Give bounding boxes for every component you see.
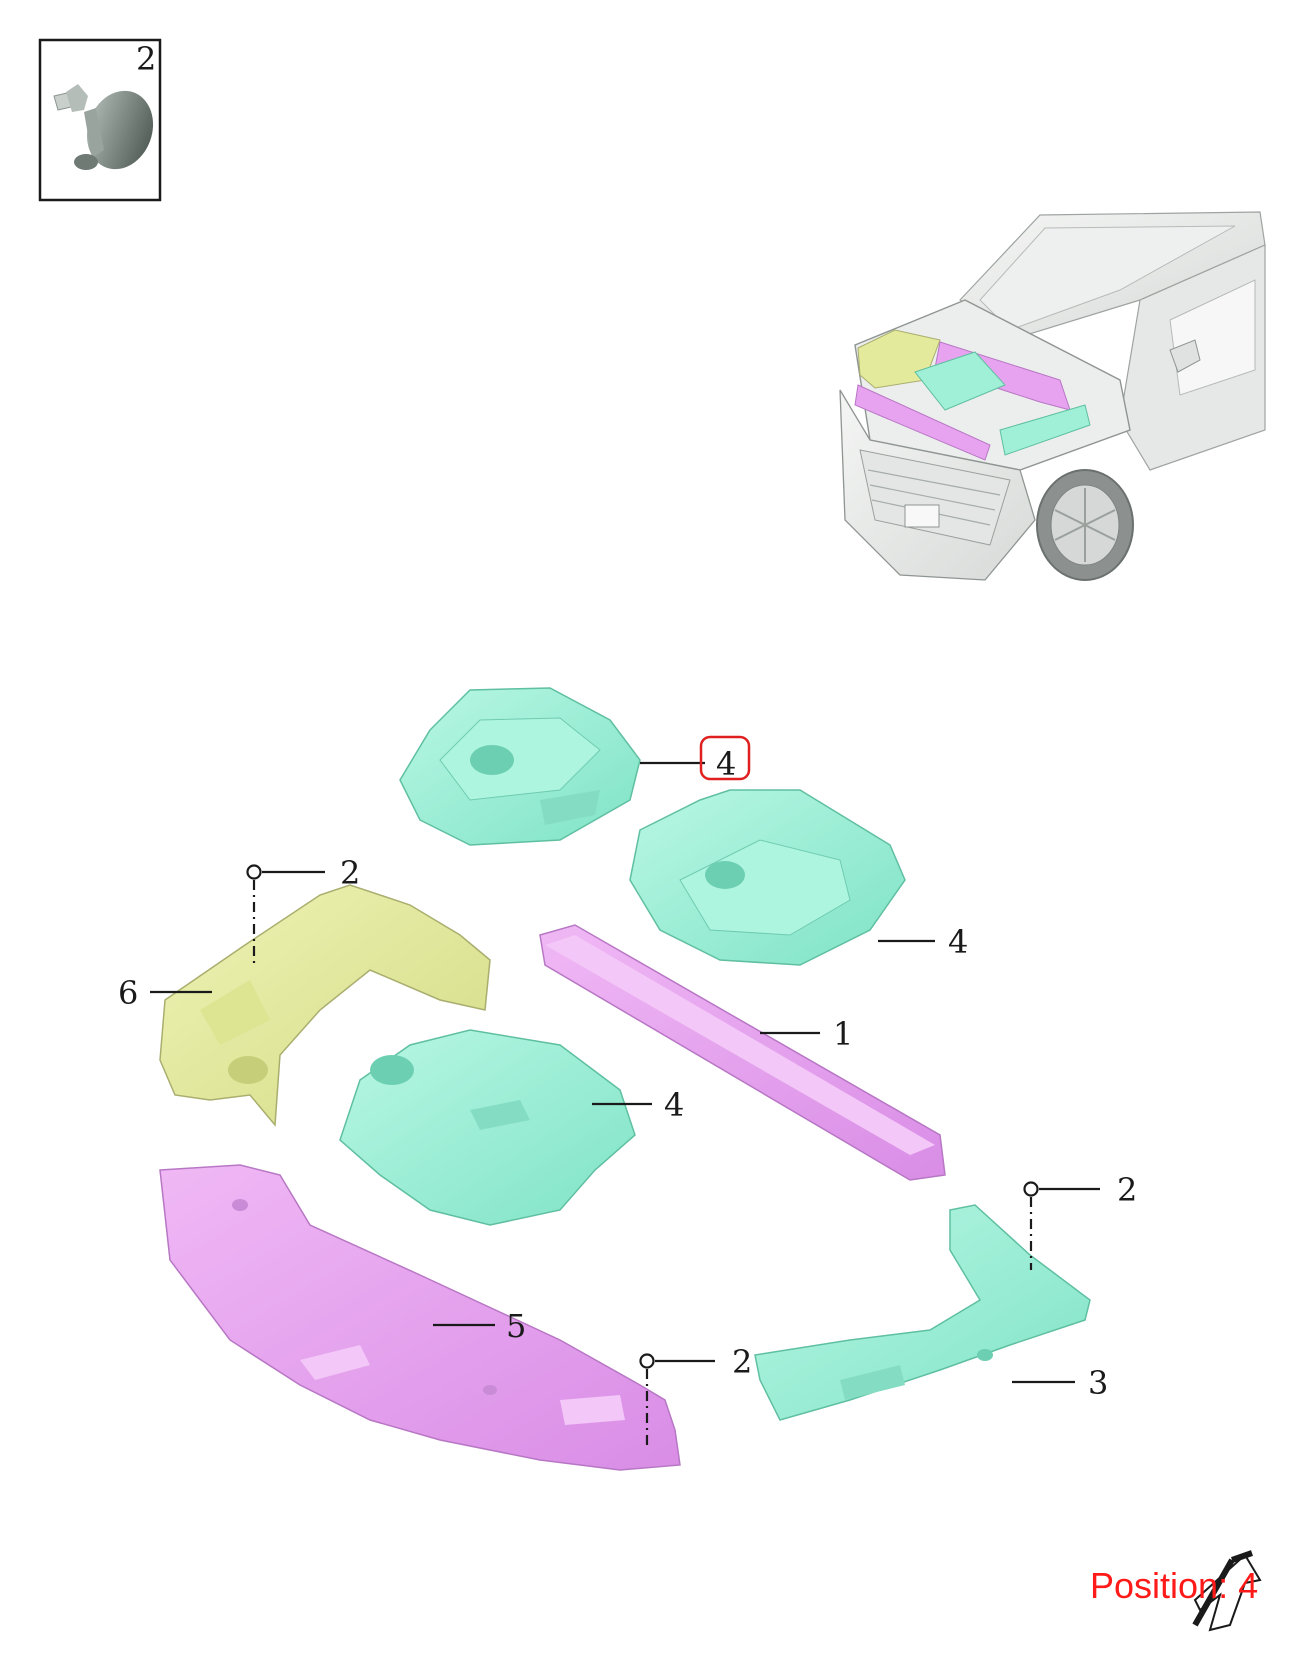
clip-marker-front bbox=[639, 1353, 715, 1445]
callout-left-panel[interactable]: 6 bbox=[118, 974, 138, 1012]
engine-cover-top bbox=[399, 687, 641, 846]
right-side-panel bbox=[754, 1204, 1091, 1421]
callout-engine-cover-top[interactable]: 4 bbox=[716, 745, 736, 783]
clip-fastener-image bbox=[53, 84, 154, 170]
callout-engine-cover-lower[interactable]: 4 bbox=[664, 1086, 684, 1124]
position-label: Position: 4 bbox=[1090, 1565, 1258, 1606]
left-side-panel bbox=[159, 884, 491, 1127]
callout-clip-left[interactable]: 2 bbox=[340, 854, 360, 892]
clip-marker-left bbox=[246, 864, 325, 965]
selected-callout-highlight bbox=[699, 735, 751, 781]
callout-clip-right[interactable]: 2 bbox=[1117, 1171, 1137, 1209]
callout-clip-front[interactable]: 2 bbox=[732, 1343, 752, 1381]
clip-marker-right bbox=[1023, 1181, 1100, 1270]
inset-callout-number: 2 bbox=[136, 40, 156, 78]
callout-beam[interactable]: 1 bbox=[833, 1015, 853, 1053]
callout-right-panel[interactable]: 3 bbox=[1088, 1364, 1108, 1402]
orientation-arrow-icon bbox=[1192, 1550, 1262, 1632]
position-indicator: Position: 4 bbox=[1090, 1550, 1262, 1632]
cross-beam bbox=[539, 924, 946, 1181]
callout-engine-cover-right[interactable]: 4 bbox=[948, 923, 968, 961]
front-panel bbox=[159, 1164, 681, 1471]
engine-cover-lower bbox=[339, 1029, 636, 1226]
callout-front-panel[interactable]: 5 bbox=[506, 1307, 526, 1345]
engine-cover-right bbox=[629, 789, 906, 966]
inset-box: 2 bbox=[38, 38, 162, 202]
vehicle-overview-illustration bbox=[839, 211, 1266, 581]
